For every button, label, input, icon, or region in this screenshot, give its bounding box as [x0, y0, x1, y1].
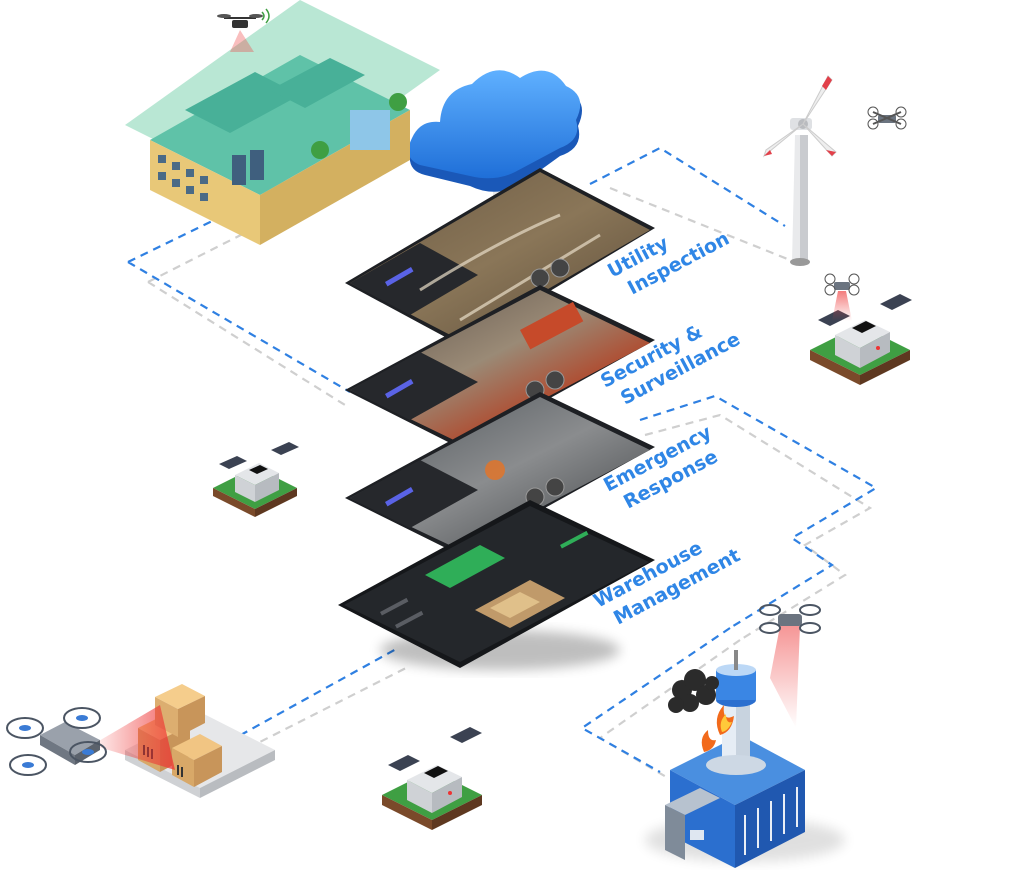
drone-dock-icon [382, 727, 482, 830]
drone-icon [867, 106, 907, 130]
drone-dock-icon [213, 442, 299, 517]
network-connections [127, 146, 879, 779]
factory-icon [125, 0, 440, 245]
wind-turbine-icon [762, 75, 837, 266]
drone-dock-icon [810, 294, 912, 385]
fire-icon [668, 669, 734, 752]
drone-icon [217, 8, 270, 52]
screen-emergency-response [345, 392, 655, 555]
screen-utility-inspection [345, 168, 655, 345]
drone-icon [6, 705, 175, 776]
control-tower-icon [645, 650, 845, 868]
drone-icon [759, 604, 821, 728]
cloud-icon [408, 70, 582, 192]
screen-security-surveillance [345, 285, 655, 448]
screen-warehouse-management [338, 500, 655, 670]
drone-icon [824, 273, 860, 321]
